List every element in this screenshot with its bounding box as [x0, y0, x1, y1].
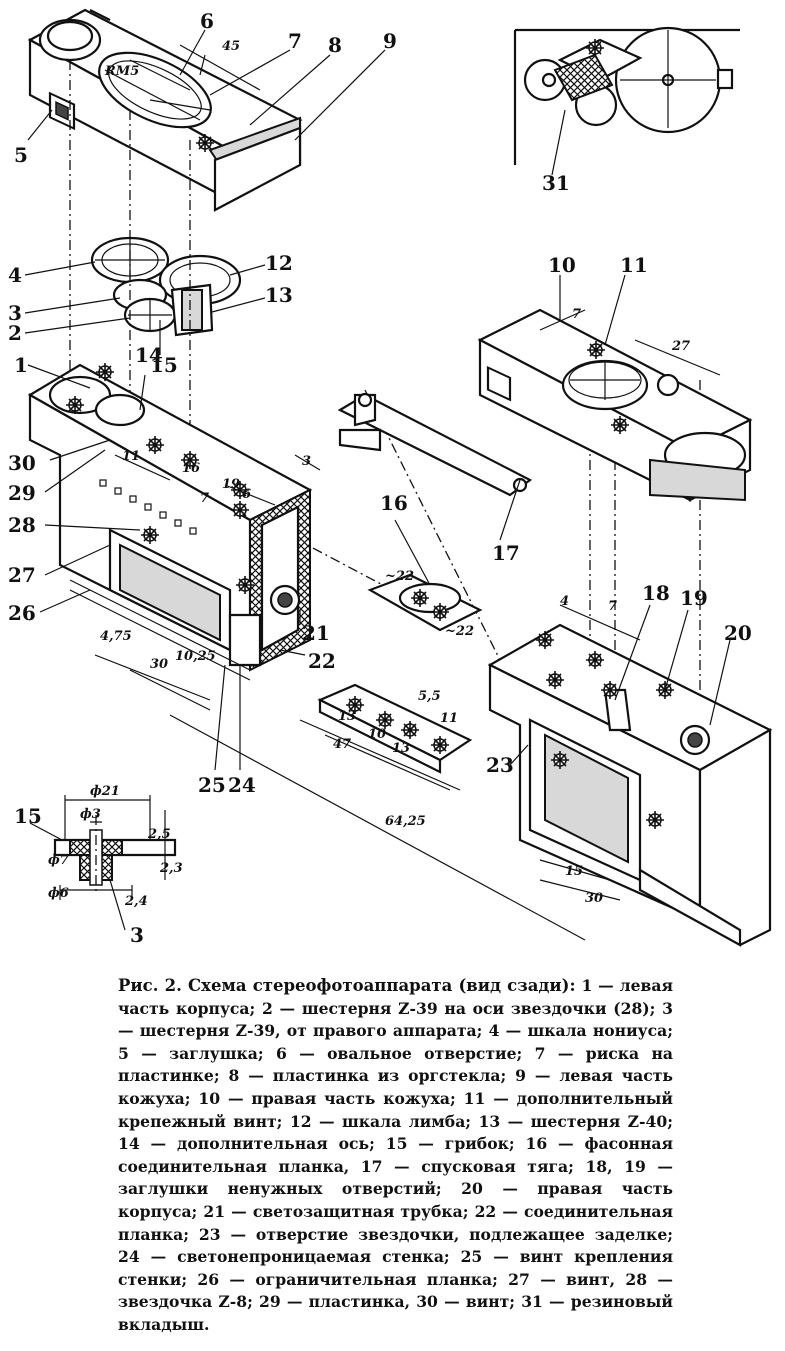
label-17: 17 — [492, 541, 520, 565]
label-13: 13 — [265, 283, 293, 307]
label-24: 24 — [228, 773, 256, 797]
leader-lines — [24, 29, 731, 931]
dim-11: 11 — [122, 449, 140, 464]
label-7: 7 — [288, 29, 302, 53]
label-23: 23 — [486, 753, 514, 777]
dim-4: 4 — [560, 594, 569, 609]
dim-13-b: 13 — [392, 741, 410, 756]
label-9: 9 — [383, 29, 397, 53]
left-body-part — [27, 362, 313, 681]
dim-2-4: 2,4 — [124, 894, 148, 909]
dim-22-a: ~22 — [385, 569, 414, 584]
figure-caption: Рис. 2. Схема стереофотоаппарата (вид сз… — [118, 975, 673, 1337]
label-22: 22 — [308, 649, 336, 673]
label-6: 6 — [200, 9, 214, 33]
right-body-part — [487, 623, 773, 947]
dim-phi21: ф21 — [90, 784, 120, 799]
label-20: 20 — [724, 621, 752, 645]
label-8: 8 — [328, 33, 342, 57]
dim-7-top: 7 — [572, 307, 581, 322]
right-cover-part — [477, 308, 753, 502]
label-21: 21 — [302, 621, 330, 645]
dim-45: 45 — [222, 39, 240, 54]
caption-body: 1 — левая часть корпуса; 2 — шестерня Z-… — [118, 976, 674, 1334]
label-28: 28 — [8, 513, 36, 537]
dim-19: 19 — [222, 477, 240, 492]
label-15-detail: 15 — [14, 804, 42, 828]
dim-phi7: ф7 — [48, 853, 69, 868]
label-4: 4 — [8, 263, 22, 287]
dim-22-b: ~22 — [445, 624, 474, 639]
dim-6: 6 — [242, 487, 251, 502]
dim-27: 27 — [671, 339, 690, 354]
release-rod-part — [337, 392, 533, 497]
label-29: 29 — [8, 481, 36, 505]
dim-7-right: 7 — [608, 599, 617, 614]
dim-13-a: 13 — [338, 709, 356, 724]
dim-16: 16 — [182, 461, 200, 476]
dim-47: 47 — [333, 737, 351, 752]
dim-7-left: 7 — [200, 491, 209, 506]
dim-5-5: 5,5 — [418, 689, 441, 704]
dim-3: 3 — [302, 454, 311, 469]
label-1: 1 — [14, 353, 28, 377]
label-15: 15 — [150, 353, 178, 377]
connecting-plate — [317, 683, 473, 774]
label-26: 26 — [8, 601, 36, 625]
label-5: 5 — [14, 143, 28, 167]
dimension-labels: 45 RM5 7 27 11 16 3 19 6 7 4,75 30 10,25… — [48, 39, 690, 909]
dim-phi6: ф6 — [48, 886, 69, 901]
caption-title: Рис. 2. Схема стереофотоаппарата (вид сз… — [118, 976, 576, 995]
dim-64-25: 64,25 — [385, 814, 426, 829]
camera-exploded-diagram: 5 6 7 8 9 31 4 12 3 13 2 15 1 14 10 11 3… — [8, 8, 773, 947]
label-30: 30 — [8, 451, 36, 475]
label-18: 18 — [642, 581, 670, 605]
label-19: 19 — [680, 586, 708, 610]
label-16: 16 — [380, 491, 408, 515]
label-3-detail: 3 — [130, 923, 144, 947]
part-labels: 5 6 7 8 9 31 4 12 3 13 2 15 1 14 10 11 3… — [8, 9, 752, 947]
dim-30-right: 30 — [585, 891, 603, 906]
dim-10-25: 10,25 — [175, 649, 216, 664]
dimension-lines — [94, 44, 721, 941]
dim-30: 30 — [150, 657, 168, 672]
dim-4-75: 4,75 — [100, 629, 132, 644]
dim-2-5: 2,5 — [147, 827, 171, 842]
label-10: 10 — [548, 253, 576, 277]
dim-11-b: 11 — [440, 711, 458, 726]
label-2: 2 — [8, 321, 22, 345]
dim-2-3: 2,3 — [159, 861, 183, 876]
label-14: 14 — [135, 343, 163, 367]
dim-15: 15 — [565, 864, 583, 879]
label-11: 11 — [620, 253, 648, 277]
rubber-insert-detail — [513, 26, 740, 165]
label-12: 12 — [265, 251, 293, 275]
label-25: 25 — [198, 773, 226, 797]
label-3: 3 — [8, 301, 22, 325]
dim-rm5: RM5 — [104, 64, 139, 79]
label-27: 27 — [8, 563, 36, 587]
dim-phi3: ф3 — [80, 807, 101, 822]
label-31: 31 — [542, 171, 570, 195]
mushroom-detail-drawing — [53, 795, 177, 900]
dim-10: 10 — [368, 727, 386, 742]
